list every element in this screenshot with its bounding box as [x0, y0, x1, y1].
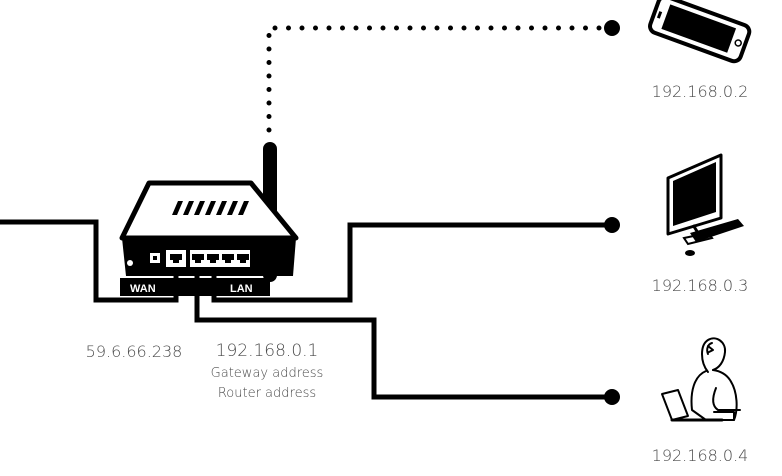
router-address-note: Router address — [218, 386, 316, 401]
wireless-link-dotted — [269, 28, 606, 130]
gateway-address-note: Gateway address — [211, 366, 324, 381]
wan-ip-address: 59.6.66.238 — [86, 342, 183, 361]
endpoint-dot-laptop — [604, 389, 620, 405]
desktop-computer-icon — [668, 155, 744, 256]
router-icon: WAN LAN — [120, 142, 296, 296]
smartphone-icon — [648, 0, 751, 63]
wan-label: WAN — [130, 283, 156, 295]
person-with-laptop-icon — [662, 338, 740, 420]
device-ip-desktop: 192.168.0.3 — [652, 276, 749, 295]
lan-label: LAN — [230, 283, 253, 295]
lan-ip-address: 192.168.0.1 — [216, 341, 319, 361]
endpoint-dot-desktop — [604, 217, 620, 233]
device-ip-laptop: 192.168.0.4 — [652, 446, 749, 465]
device-ip-phone: 192.168.0.2 — [652, 82, 749, 101]
endpoint-dot-phone — [604, 20, 620, 36]
